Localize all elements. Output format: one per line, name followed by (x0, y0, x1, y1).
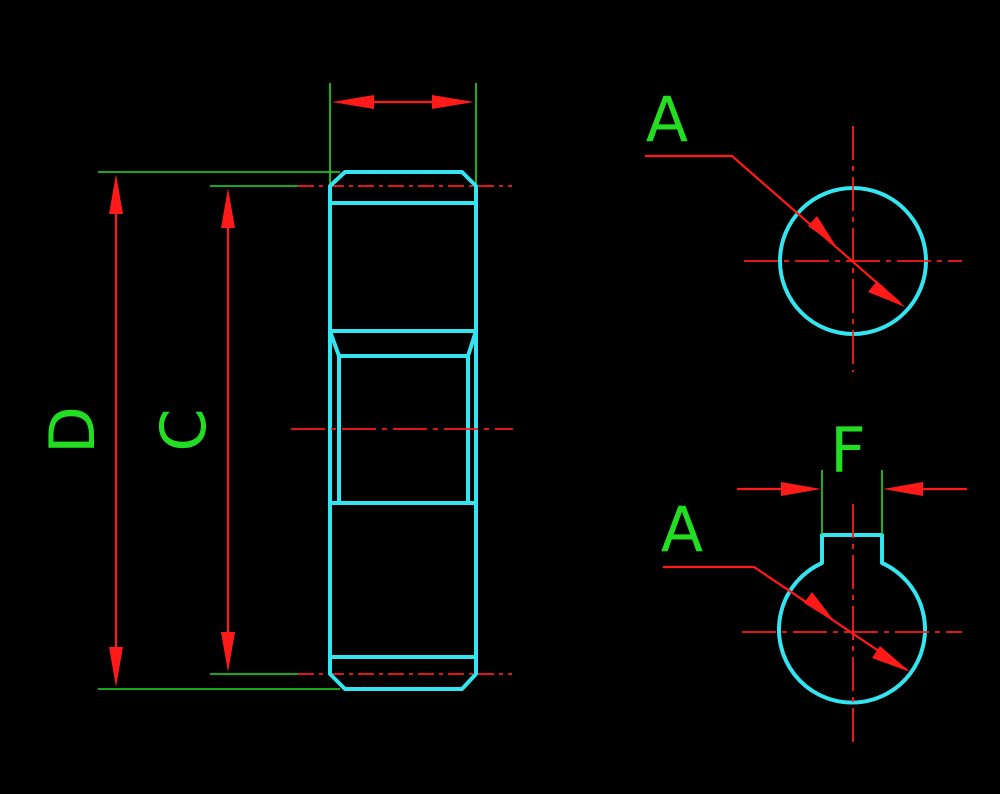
keyed-bore-outline (777, 533, 927, 705)
d-dimension: D (36, 174, 123, 687)
f-arrow-right (883, 482, 923, 496)
label-a-bottom: A (661, 493, 703, 566)
width-arrow-right (432, 95, 474, 109)
leader-a-top-arrow-2 (868, 281, 905, 307)
leader-a-top (645, 154, 901, 304)
d-arrow-bottom (109, 647, 123, 687)
section-view-keyed-bore: F A (661, 414, 967, 744)
leader-a-bottom-arrow-1 (804, 592, 835, 622)
f-arrow-left (781, 482, 821, 496)
label-d: D (36, 406, 109, 454)
width-arrow-left (332, 95, 374, 109)
label-c: C (147, 408, 220, 451)
label-a-top: A (646, 83, 688, 156)
leader-a-top-arrow-1 (808, 216, 836, 246)
label-f: F (830, 414, 866, 487)
leader-a-bottom (663, 565, 908, 671)
extension-lines (98, 83, 477, 690)
c-arrow-bottom (221, 632, 235, 672)
width-dimension (332, 95, 474, 109)
c-dimension: C (147, 188, 235, 672)
f-dimension: F (737, 414, 967, 535)
leader-a-bottom-arrow-2 (872, 646, 910, 672)
c-arrow-top (221, 188, 235, 228)
bore-outline (328, 329, 478, 505)
side-view: D C (36, 83, 513, 691)
part-outline (328, 170, 478, 691)
section-view-plain-bore: A (645, 83, 962, 372)
d-arrow-top (109, 174, 123, 214)
